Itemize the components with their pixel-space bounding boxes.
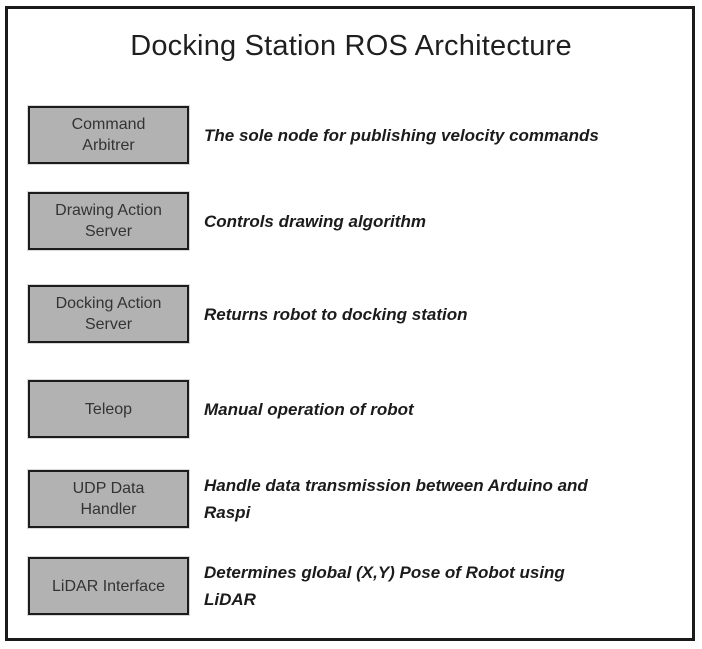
- node-label: Command Arbitrer: [71, 116, 146, 154]
- node-box-lidar-interface: LiDAR Interface: [28, 557, 189, 615]
- node-row-lidar-interface: LiDAR Interface Determines global (X,Y) …: [28, 557, 679, 615]
- node-description: Manual operation of robot: [204, 399, 414, 419]
- node-box-docking-action-server: Docking Action Server: [28, 285, 189, 343]
- node-description: Determines global (X,Y) Pose of Robot us…: [204, 563, 565, 609]
- node-row-command-arbitrer: Command Arbitrer The sole node for publi…: [28, 106, 679, 164]
- node-box-command-arbitrer: Command Arbitrer: [28, 106, 189, 164]
- node-box-udp-data-handler: UDP Data Handler: [28, 470, 189, 528]
- node-row-docking-action-server: Docking Action Server Returns robot to d…: [28, 285, 679, 343]
- node-label: LiDAR Interface: [52, 577, 165, 595]
- node-description: Returns robot to docking station: [204, 304, 468, 324]
- node-description: Handle data transmission between Arduino…: [204, 476, 588, 522]
- node-label: Teleop: [84, 400, 133, 418]
- node-row-teleop: Teleop Manual operation of robot: [28, 380, 679, 438]
- node-label: Drawing Action Server: [55, 202, 162, 240]
- node-description: Controls drawing algorithm: [204, 211, 426, 231]
- node-row-udp-data-handler: UDP Data Handler Handle data transmissio…: [28, 470, 679, 528]
- node-description: The sole node for publishing velocity co…: [204, 125, 599, 145]
- node-label: UDP Data Handler: [72, 480, 145, 518]
- node-row-drawing-action-server: Drawing Action Server Controls drawing a…: [28, 192, 679, 250]
- node-box-teleop: Teleop: [28, 380, 189, 438]
- node-label: Docking Action Server: [55, 295, 162, 333]
- diagram-title: Docking Station ROS Architecture: [130, 30, 572, 62]
- node-box-drawing-action-server: Drawing Action Server: [28, 192, 189, 250]
